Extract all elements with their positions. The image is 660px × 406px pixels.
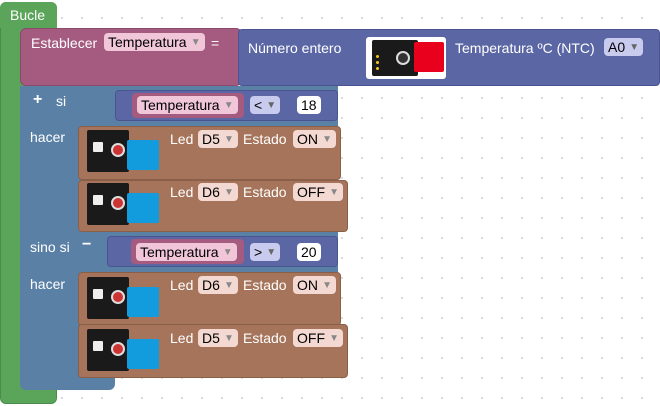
led-state-dropdown[interactable]: ON ▼	[293, 276, 336, 294]
chevron-down-icon: ▼	[329, 187, 339, 198]
led-state-value: ON	[297, 131, 318, 147]
led-label: Led	[170, 131, 194, 147]
set-label: Establecer	[31, 35, 98, 51]
else-if-minus-button[interactable]: −	[82, 236, 92, 253]
led-state-label: Estado	[243, 330, 287, 346]
led-module-image	[87, 277, 160, 319]
led-pin-dropdown[interactable]: D6 ▼	[198, 276, 238, 294]
if-block-bottom[interactable]	[20, 377, 115, 390]
set-variable-value: Temperatura	[108, 34, 187, 50]
chevron-down-icon: ▼	[322, 134, 332, 145]
led-module-image	[87, 183, 160, 225]
if-label: si	[56, 93, 67, 109]
led-label: Led	[170, 330, 194, 346]
cond1-operator-dropdown[interactable]: < ▼	[250, 96, 281, 114]
led-label: Led	[170, 184, 194, 200]
chevron-down-icon: ▼	[190, 37, 201, 48]
led-label: Led	[170, 277, 194, 293]
chevron-down-icon: ▼	[224, 134, 234, 145]
chevron-down-icon: ▼	[322, 280, 332, 291]
led-state-dropdown[interactable]: OFF ▼	[293, 329, 343, 347]
chevron-down-icon: ▼	[224, 280, 234, 291]
led-pin-dropdown[interactable]: D5 ▼	[198, 329, 238, 347]
led-pin-value: D6	[202, 277, 220, 293]
ntc-sensor-label: Temperatura ºC (NTC)	[455, 40, 595, 56]
led-module-image	[87, 329, 160, 371]
led-pin-dropdown[interactable]: D5 ▼	[198, 130, 238, 148]
cond1-variable-dropdown[interactable]: Temperatura ▼	[137, 96, 238, 114]
led-state-label: Estado	[243, 131, 287, 147]
equals-label: =	[211, 35, 220, 51]
cond2-variable-dropdown[interactable]: Temperatura ▼	[136, 243, 237, 261]
led-state-dropdown[interactable]: ON ▼	[293, 130, 336, 148]
led-state-value: ON	[297, 277, 318, 293]
loop-label: Bucle	[10, 7, 46, 23]
set-variable-dropdown[interactable]: Temperatura ▼	[104, 33, 205, 51]
led-state-dropdown[interactable]: OFF ▼	[293, 183, 343, 201]
chevron-down-icon: ▼	[223, 100, 234, 111]
chevron-down-icon: ▼	[329, 333, 339, 344]
chevron-down-icon: ▼	[266, 100, 277, 111]
cond1-variable-value: Temperatura	[141, 97, 220, 113]
led-state-label: Estado	[243, 277, 287, 293]
chevron-down-icon: ▼	[222, 247, 233, 258]
led-pin-dropdown[interactable]: D6 ▼	[198, 183, 238, 201]
cond1-number-field[interactable]: 18	[297, 96, 321, 114]
if-do-inner-1	[36, 126, 78, 232]
chevron-down-icon: ▼	[629, 42, 640, 53]
if-plus-button[interactable]: +	[33, 91, 43, 108]
ntc-sensor-module-image	[366, 37, 446, 79]
sensor-pin-dropdown[interactable]: A0 ▼	[604, 38, 644, 56]
chevron-down-icon: ▼	[266, 247, 277, 258]
chevron-down-icon: ▼	[224, 333, 234, 344]
integer-label: Número entero	[248, 40, 342, 56]
do-label: hacer	[30, 129, 66, 145]
cond2-number-field[interactable]: 20	[297, 243, 321, 261]
cond2-variable-value: Temperatura	[140, 244, 219, 260]
cond2-operator-dropdown[interactable]: > ▼	[250, 243, 281, 261]
led-pin-value: D5	[202, 131, 220, 147]
sensor-pin-value: A0	[608, 39, 626, 55]
led-pin-value: D5	[202, 330, 220, 346]
chevron-down-icon: ▼	[224, 187, 234, 198]
cond2-operator-value: >	[254, 244, 263, 260]
led-state-value: OFF	[297, 330, 325, 346]
led-module-image	[87, 130, 160, 172]
cond1-operator-value: <	[254, 97, 263, 113]
led-state-label: Estado	[243, 184, 287, 200]
led-pin-value: D6	[202, 184, 220, 200]
else-if-label: sino si	[30, 239, 70, 255]
integer-block[interactable]	[238, 29, 660, 86]
loop-block-header[interactable]	[0, 2, 57, 28]
do-label-2: hacer	[30, 276, 66, 292]
led-state-value: OFF	[297, 184, 325, 200]
